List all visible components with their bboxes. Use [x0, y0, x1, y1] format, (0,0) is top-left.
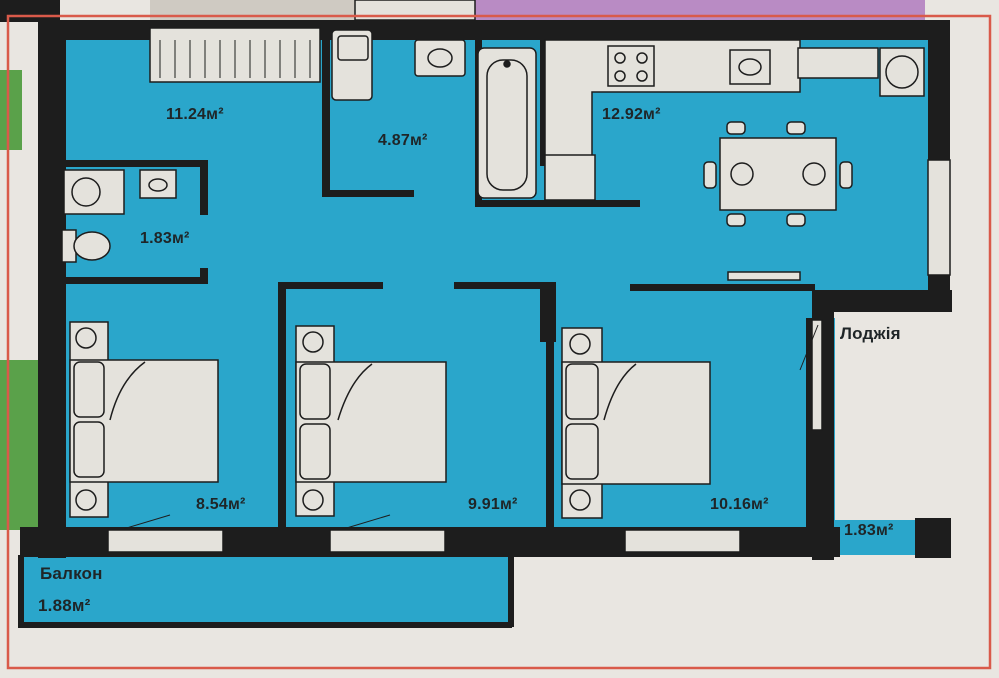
bathroom-fixtures: [331, 29, 537, 199]
bedroom-3-area-label: 10.16м²: [710, 496, 769, 513]
bedroom-2-area-label: 9.91м²: [468, 496, 518, 513]
bathroom-area-label: 4.87м²: [378, 132, 428, 149]
toilet-area-label: 1.83м²: [140, 230, 190, 247]
hall-area-label: 11.24м²: [166, 106, 224, 123]
loggia-area-label: 1.83м²: [844, 522, 894, 539]
loggia-name-label: Лоджія: [840, 324, 901, 343]
toilet-fixtures: [61, 169, 177, 263]
bedroom-1-area-label: 8.54м²: [196, 496, 246, 513]
door-swings: [119, 324, 819, 531]
neighbor-unit-left-green-lower: [0, 360, 38, 530]
boundary-outline: [6, 14, 992, 670]
bed-bedroom-3: [561, 327, 711, 519]
bed-bedroom-2: [295, 325, 447, 517]
kitchen-area-label: 12.92м²: [602, 106, 661, 123]
balcony-floor: [22, 554, 512, 626]
neighbor-unit-left-green: [0, 70, 22, 150]
kitchen-fixtures: [544, 39, 925, 281]
balcony-area-label: 1.88м²: [38, 596, 91, 615]
window-radiator-lines: [159, 40, 311, 78]
bed-bedroom-1: [69, 321, 219, 518]
balcony-name-label: Балкон: [40, 564, 103, 583]
